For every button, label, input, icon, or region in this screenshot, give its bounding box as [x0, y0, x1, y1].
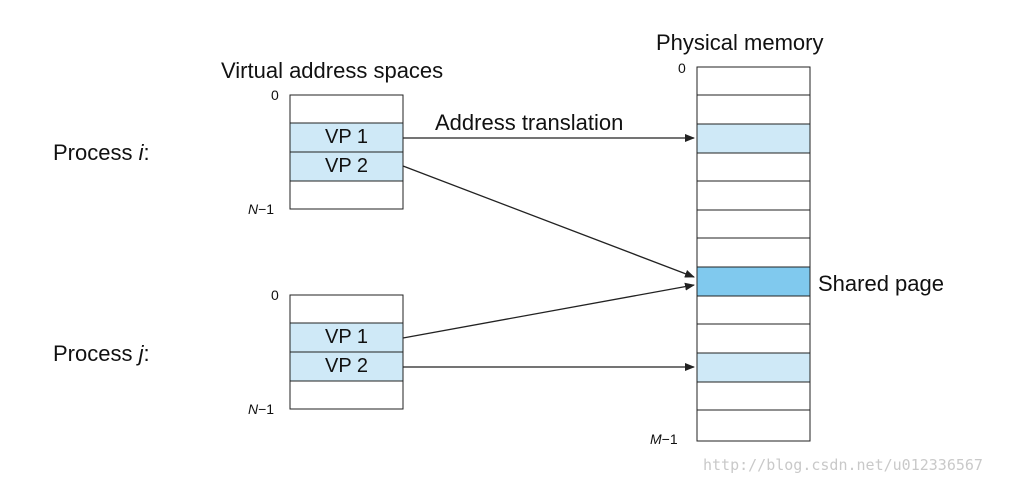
process-i-address-space — [289, 94, 404, 210]
shared-page-label: Shared page — [818, 271, 944, 296]
process-j-label: Process j: — [53, 341, 150, 366]
watermark-url: http://blog.csdn.net/u012336567 — [703, 456, 983, 474]
process-j-address-space — [289, 294, 404, 410]
physical-page-dividers — [697, 94, 810, 411]
process-j-vp2-label: VP 2 — [325, 355, 368, 377]
process-i-vp1-label: VP 1 — [325, 126, 368, 148]
process-i-vp1-cell — [289, 122, 404, 153]
process-i-start-label: 0 — [271, 87, 279, 103]
shared-physical-page — [697, 267, 810, 296]
physical-start-label: 0 — [678, 60, 686, 76]
address-translation-label: Address translation — [435, 110, 624, 135]
physical-page-1 — [697, 124, 810, 153]
process-j-end-label: N−1 — [248, 401, 275, 417]
process-i-vp2-cell — [289, 151, 404, 182]
process-i-vp2-label: VP 2 — [325, 155, 368, 177]
process-j-start-label: 0 — [271, 287, 279, 303]
virtual-address-spaces-title: Virtual address spaces — [221, 58, 444, 83]
physical-memory-title: Physical memory — [656, 30, 824, 55]
arrow-i-vp2-to-shared — [402, 165, 695, 278]
physical-page-2 — [697, 353, 810, 382]
arrow-j-vp1-to-shared — [402, 282, 695, 339]
translation-arrows — [402, 134, 695, 371]
physical-end-label: M−1 — [650, 431, 678, 447]
process-i-end-label: N−1 — [248, 201, 275, 217]
process-i-label: Process i: — [53, 140, 150, 165]
process-j-vp2-cell — [289, 351, 404, 382]
process-j-vp1-label: VP 1 — [325, 326, 368, 348]
physical-memory — [696, 66, 811, 442]
physical-memory-box — [696, 66, 811, 442]
